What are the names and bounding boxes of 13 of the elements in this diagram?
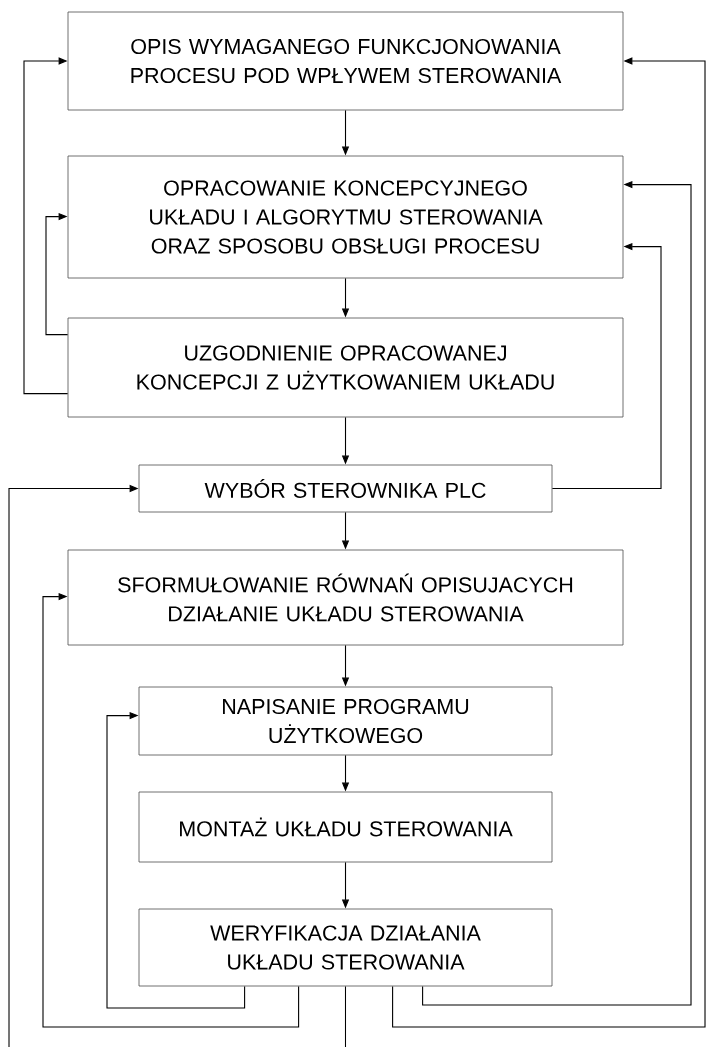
arrow [45,212,69,336]
process-box: OPRACOWANIE KONCEPCYJNEGO UKŁADU I ALGORYTMU STEROWANIA ORAZ SPOSOBU OBSŁUGI PROCESU [67,155,624,279]
process-box: WERYFIKACJA DZIAŁANIA UKŁADU STEROWANIA [138,908,553,987]
process-box: MONTAŻ UKŁADU STEROWANIA [138,791,553,863]
arrow [392,57,706,1028]
process-box: NAPISANIE PROGRAMU UŻYTKOWEGO [138,686,553,756]
process-box: SFORMUŁOWANIE RÓWNAŃ OPISUJACYCH DZIAŁANIE UKŁADU STEROWANIA [67,549,624,646]
arrow [106,711,246,1009]
process-box: WYBÓR STEROWNIKA PLC [138,464,553,513]
process-box: UZGODNIENIE OPRACOWANEJ KONCEPCJI Z UŻYTKOWANIEM UKŁADU [67,317,624,418]
arrow [23,57,69,395]
process-box: OPIS WYMAGANEGO FUNKCJONOWANIA PROCESU POD WPŁYWEM STEROWANIA [67,11,624,111]
arrow [42,592,300,1028]
